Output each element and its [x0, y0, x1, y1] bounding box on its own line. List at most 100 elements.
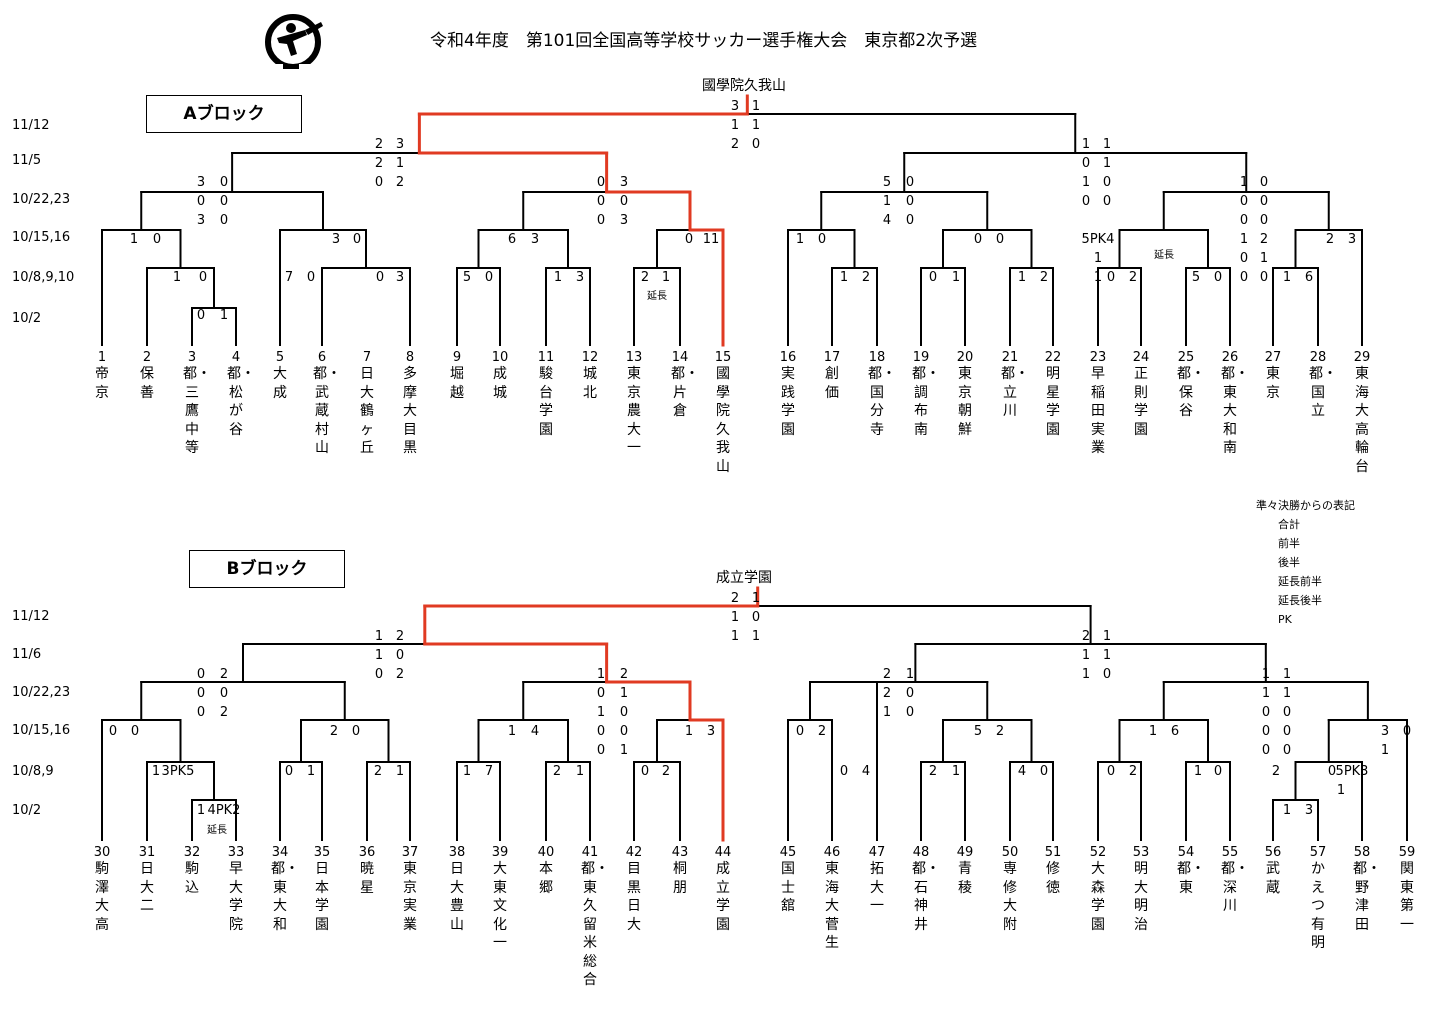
- team-name: 國學院久我山: [716, 366, 730, 475]
- score-value: 1: [395, 156, 405, 171]
- score-value: 5: [1191, 270, 1201, 285]
- score-value: 0: [905, 686, 915, 701]
- score-value: 1: [1093, 270, 1103, 285]
- score-value: 1: [1239, 232, 1249, 247]
- score-value: 0: [352, 232, 362, 247]
- score-value: 0: [1282, 743, 1292, 758]
- score-value: 0: [1261, 743, 1271, 758]
- team-name: 東京実業: [403, 861, 417, 933]
- score-value: 0: [596, 743, 606, 758]
- score-value: 1: [1102, 629, 1112, 644]
- team-name: 都・立川: [1001, 366, 1029, 419]
- round-date: 11/6: [12, 647, 42, 662]
- team-number: 18: [868, 350, 886, 365]
- team-number: 27: [1264, 350, 1282, 365]
- team-number: 37: [401, 845, 419, 860]
- team-number: 58: [1353, 845, 1371, 860]
- score-value: 0: [306, 270, 316, 285]
- round-date: 10/2: [12, 311, 42, 326]
- team-number: 5: [275, 350, 285, 365]
- score-value: 5PK4: [1081, 232, 1115, 247]
- score-value: 1: [575, 764, 585, 779]
- score-value: 3: [196, 175, 206, 190]
- score-value: 1: [751, 118, 761, 133]
- score-value: 1: [951, 764, 961, 779]
- team-name: 暁星: [360, 861, 374, 896]
- score-value: 5: [462, 270, 472, 285]
- score-value: 0: [351, 724, 361, 739]
- score-value: 1: [1282, 803, 1292, 818]
- team-name: 目黒日大: [627, 861, 641, 933]
- score-value: 3: [575, 270, 585, 285]
- team-number: 8: [405, 350, 415, 365]
- team-number: 50: [1001, 845, 1019, 860]
- score-value: 1: [374, 648, 384, 663]
- score-value: 0: [596, 194, 606, 209]
- team-number: 54: [1177, 845, 1195, 860]
- team-name: 都・東大和: [271, 861, 299, 933]
- score-value: 1: [1259, 251, 1269, 266]
- score-value: 1: [306, 764, 316, 779]
- score-value: 1: [730, 118, 740, 133]
- team-number: 42: [625, 845, 643, 860]
- team-name: 都・武蔵村山: [313, 366, 341, 456]
- score-value: 4: [861, 764, 871, 779]
- team-number: 19: [912, 350, 930, 365]
- overtime-note: 延長: [207, 825, 227, 836]
- score-value: 0: [1106, 764, 1116, 779]
- team-number: 14: [671, 350, 689, 365]
- legend-item: 合計: [1278, 518, 1300, 531]
- round-date: 11/5: [12, 153, 42, 168]
- score-value: 1: [619, 743, 629, 758]
- team-name: 城北: [583, 366, 597, 401]
- team-number: 51: [1044, 845, 1062, 860]
- score-value: 3: [331, 232, 341, 247]
- team-name: 都・東: [1177, 861, 1205, 896]
- team-number: 38: [448, 845, 466, 860]
- score-value: 5: [973, 724, 983, 739]
- team-number: 43: [671, 845, 689, 860]
- team-number: 34: [271, 845, 289, 860]
- score-value: 0: [928, 270, 938, 285]
- team-number: 4: [231, 350, 241, 365]
- score-value: 0: [1039, 764, 1049, 779]
- score-value: 0: [1239, 194, 1249, 209]
- soccer-kick-logo-icon: [261, 14, 327, 70]
- team-number: 48: [912, 845, 930, 860]
- team-name: 大成: [273, 366, 287, 401]
- score-value: 3: [1347, 232, 1357, 247]
- score-value: 2: [1325, 232, 1335, 247]
- score-value: 4: [882, 213, 892, 228]
- score-value: 5: [882, 175, 892, 190]
- score-value: 0: [640, 764, 650, 779]
- team-number: 9: [452, 350, 462, 365]
- score-value: 0: [196, 686, 206, 701]
- round-date: 10/22,23: [12, 685, 71, 700]
- team-number: 36: [358, 845, 376, 860]
- score-value: 1: [462, 764, 472, 779]
- team-name: 多摩大目黒: [403, 366, 417, 456]
- score-value: 2: [882, 686, 892, 701]
- score-value: 0: [284, 764, 294, 779]
- team-name: 都・野津田: [1353, 861, 1381, 933]
- team-name: 日大鶴ヶ丘: [360, 366, 374, 456]
- round-date: 10/8,9: [12, 764, 54, 779]
- score-value: 1: [596, 705, 606, 720]
- score-value: 0: [795, 724, 805, 739]
- score-value: 0: [973, 232, 983, 247]
